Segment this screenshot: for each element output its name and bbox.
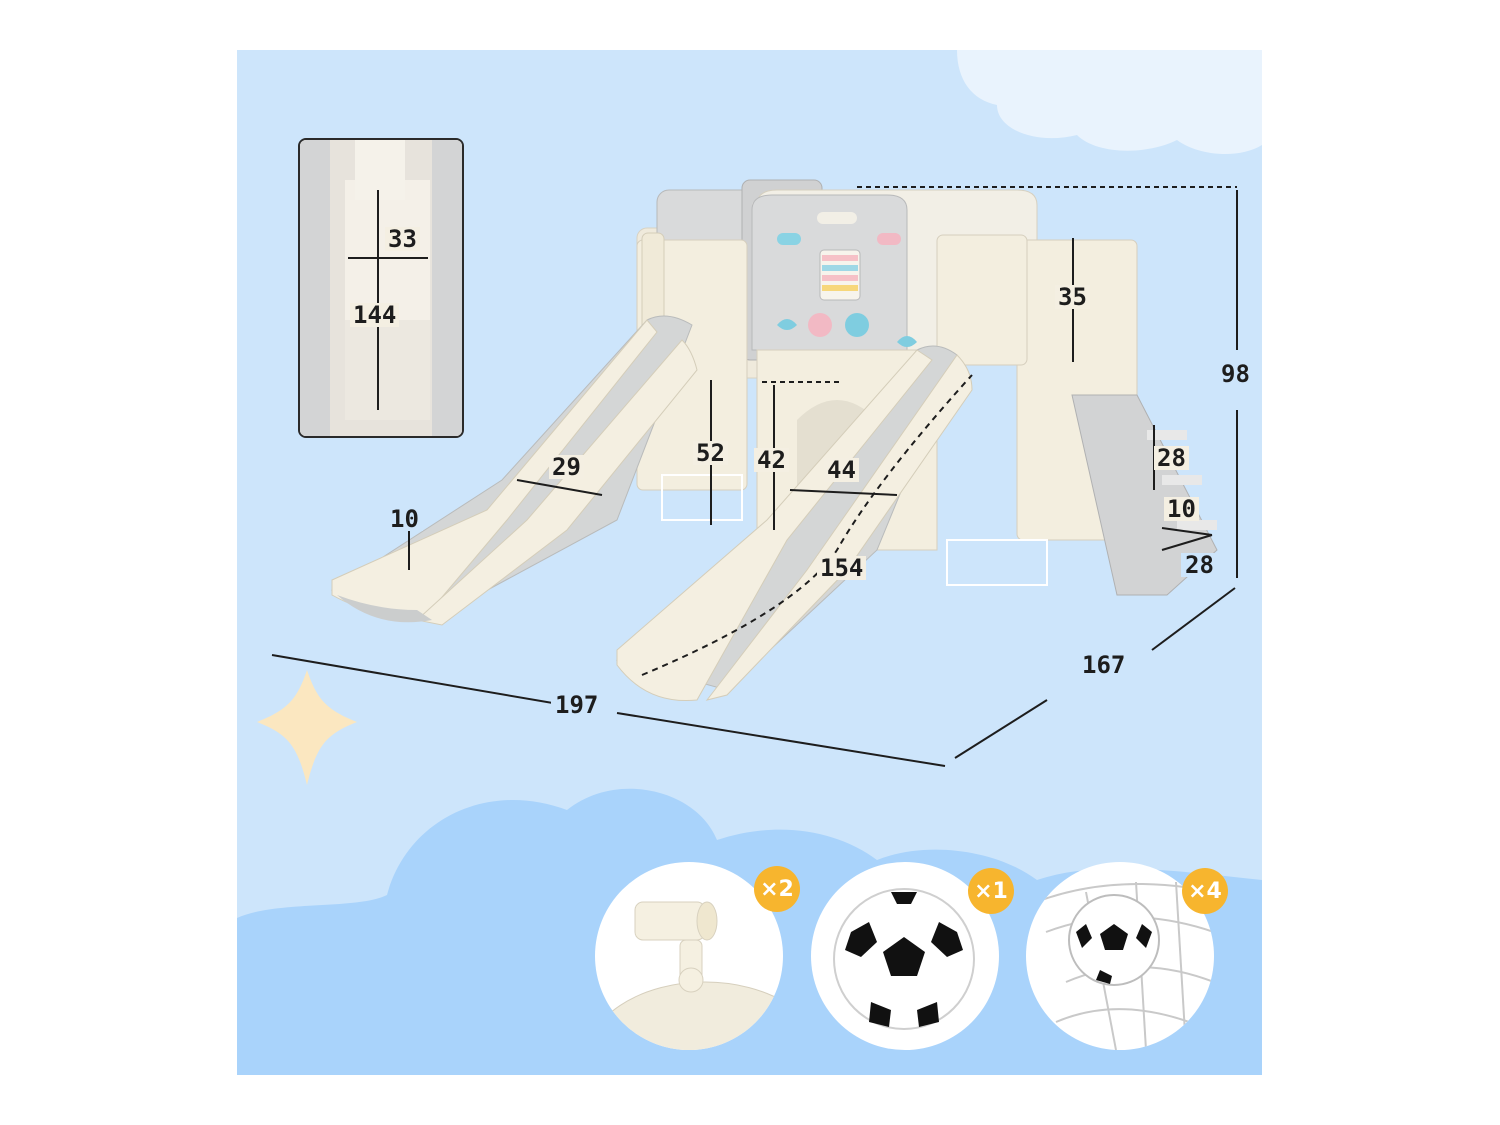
overall-height-label: 98: [1217, 362, 1254, 386]
slide-right-length-label: 154: [817, 556, 867, 580]
telescope-icon: [595, 901, 783, 1050]
fence-height-label: 35: [1055, 285, 1090, 309]
inset-closeup: 33 144: [298, 138, 464, 438]
inset-length-label: 144: [350, 303, 400, 327]
step-height-label: 28: [1154, 446, 1189, 470]
slide-right-width-label: 44: [824, 458, 859, 482]
tunnel-height-label: 42: [754, 448, 789, 472]
slide-left-rail-label: 10: [386, 507, 423, 531]
playset-illustration: [271, 179, 1238, 767]
overall-width-label: 197: [551, 693, 603, 717]
product-panel: 33 144 98 197 167 35 52 42 29 10 44 154 …: [237, 50, 1262, 1075]
accessory-soccer-ball: [811, 862, 999, 1050]
accessory-telescope: [595, 862, 783, 1050]
soccer-net-count-badge: ×4: [1182, 868, 1228, 914]
step-depth-label: 10: [1164, 497, 1199, 521]
inset-illustration: [300, 140, 462, 436]
slide-left-width-label: 29: [549, 455, 584, 479]
soccer-net-icon: [1035, 881, 1214, 1050]
step-width-label: 28: [1181, 553, 1218, 577]
inset-width-label: 33: [385, 227, 420, 251]
overall-depth-label: 167: [1078, 653, 1130, 677]
accessory-soccer-net: [1026, 862, 1214, 1050]
telescope-count-badge: ×2: [754, 866, 800, 912]
soccer-ball-icon: [833, 888, 975, 1030]
soccer-ball-count-badge: ×1: [968, 868, 1014, 914]
platform-height-label: 52: [693, 441, 728, 465]
